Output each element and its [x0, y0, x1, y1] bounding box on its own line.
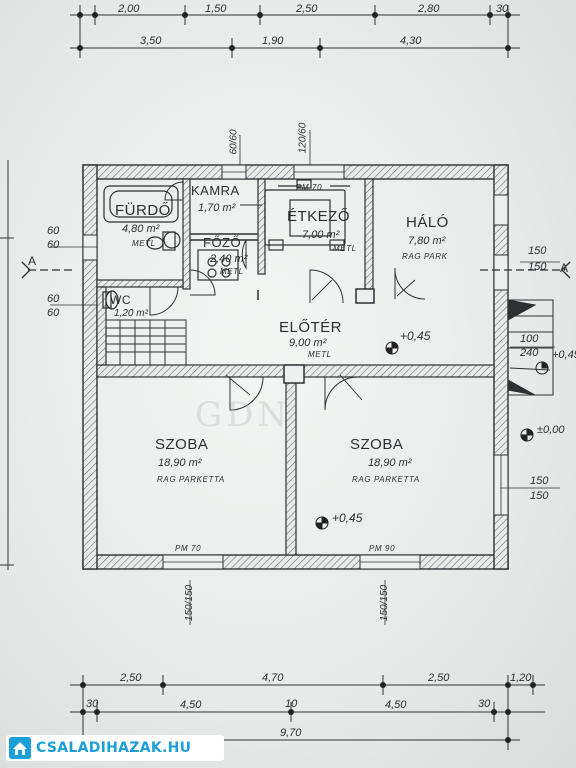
room-szoba1-area: 18,90 m²	[158, 457, 202, 469]
dim-top-3: 2,50	[296, 3, 318, 15]
dim-bottom-4: 1,20	[510, 672, 532, 684]
window-tick-lines	[50, 130, 560, 625]
dim-bottom-1: 2,50	[120, 672, 142, 684]
dim-top-5: 30	[496, 3, 509, 15]
opening-bottom-left: 150/150	[184, 584, 196, 622]
room-halo-name: HÁLÓ	[406, 214, 449, 231]
dim-bottom-total: 9,70	[280, 727, 302, 739]
dim-left-a-bot: 60	[47, 239, 60, 251]
room-halo-floor: RAG PARK	[402, 252, 448, 261]
room-wc-area: 1,20 m²	[114, 308, 148, 319]
left-dimension-line	[0, 160, 14, 570]
room-etkezo-floor: METL	[333, 244, 357, 253]
room-wc-name: WC	[110, 293, 131, 307]
dim-left-b-top: 60	[47, 293, 60, 305]
dim-right-a-top: 150	[528, 245, 547, 257]
dim-top-6: 3,50	[140, 35, 162, 47]
level-markers	[315, 341, 549, 530]
room-szoba1-name: SZOBA	[155, 436, 209, 453]
level-right-1: +0,45	[552, 349, 576, 361]
room-eloter-floor: METL	[308, 350, 332, 359]
room-szoba2-area: 18,90 m²	[368, 457, 412, 469]
dim-top-1: 2,00	[118, 3, 140, 15]
room-furdo-floor: METL	[132, 239, 156, 248]
opening-pm-right: PM 90	[369, 544, 396, 553]
dim-bottom-7: 10	[285, 698, 298, 710]
room-etkezo-name: ÉTKEZŐ	[287, 208, 351, 225]
dim-right-c-bot: 150	[530, 490, 549, 502]
window-lines	[163, 171, 502, 563]
dim-bottom-2: 4,70	[262, 672, 284, 684]
section-marker-left: A	[28, 254, 37, 268]
dim-left-a-top: 60	[47, 225, 60, 237]
dim-top-4: 2,80	[418, 3, 440, 15]
level-eloter: +0,45	[400, 329, 431, 343]
room-eloter-area: 9,00 m²	[289, 337, 327, 349]
dim-right-c-top: 150	[530, 475, 549, 487]
dim-top-7: 1,90	[262, 35, 284, 47]
dim-top-8: 4,30	[400, 35, 422, 47]
dim-bottom-9: 30	[478, 698, 491, 710]
door-diagonals	[225, 279, 416, 401]
dim-left-b-bot: 60	[47, 307, 60, 319]
house-logo-icon	[9, 737, 31, 759]
room-furdo-area: 4,80 m²	[122, 223, 160, 235]
site-logo[interactable]: CSALADIHAZAK.HU	[6, 735, 224, 761]
room-furdo-name: FÜRDŐ	[115, 202, 171, 219]
opening-kamra: 60/60	[228, 129, 240, 155]
dim-right-b-top: 100	[520, 333, 539, 345]
room-fozo-floor: METL	[220, 267, 244, 276]
dim-top-2: 1,50	[205, 3, 227, 15]
room-szoba2-floor: RAG PARKETTA	[352, 475, 420, 484]
top-dimension-ticks	[77, 12, 511, 51]
section-marker-right: A	[560, 261, 569, 275]
bathroom-fixtures	[102, 179, 350, 310]
room-kamra-name: KAMRA	[191, 183, 240, 198]
dim-right-a-bot: 150	[528, 261, 547, 273]
room-halo-area: 7,80 m²	[408, 235, 446, 247]
dim-bottom-5: 30	[86, 698, 99, 710]
room-eloter-name: ELŐTÉR	[279, 319, 343, 336]
logo-text: CSALADIHAZAK.HU	[36, 740, 192, 756]
level-szoba: +0,45	[332, 511, 363, 525]
dim-bottom-8: 4,50	[385, 699, 407, 711]
partition-thin	[190, 233, 375, 384]
room-fozo-name: FŐZŐ	[203, 235, 242, 250]
door-swings	[149, 181, 426, 411]
section-line	[21, 261, 571, 279]
level-right-2: ±0,00	[537, 424, 565, 436]
opening-etkezo: 120/60	[297, 122, 309, 154]
room-kamra-area: 1,70 m²	[198, 202, 236, 214]
dim-bottom-3: 2,50	[428, 672, 450, 684]
room-szoba1-floor: RAG PARKETTA	[157, 475, 225, 484]
room-fozo-area: 2,40 m²	[210, 253, 248, 265]
opening-bottom-right: 150/150	[379, 584, 391, 622]
entrance-steps	[507, 299, 554, 396]
room-etkezo-area: 7,00 m²	[302, 229, 340, 241]
dim-right-b-bot: 240	[520, 347, 539, 359]
stairs	[105, 319, 187, 366]
opening-door-top: PM 70	[296, 183, 323, 192]
dim-bottom-6: 4,50	[180, 699, 202, 711]
opening-pm-left: PM 70	[175, 544, 202, 553]
room-szoba2-name: SZOBA	[350, 436, 404, 453]
watermark: GDN	[195, 395, 292, 435]
